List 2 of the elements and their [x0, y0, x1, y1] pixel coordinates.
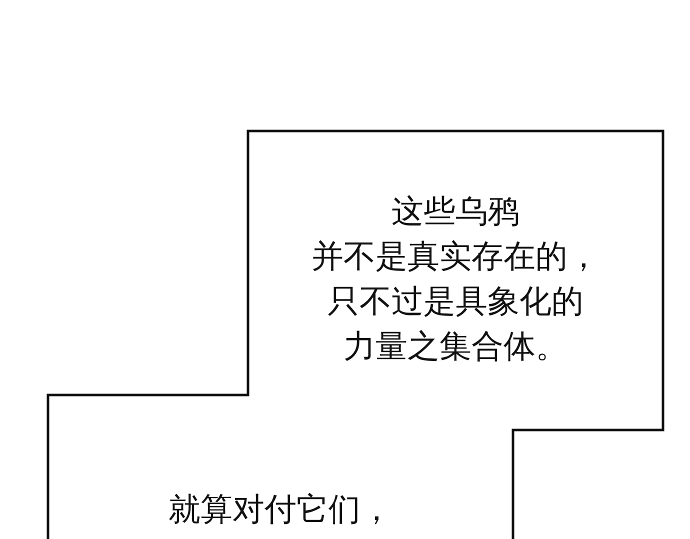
- caption-text: 就算对付它们，: [168, 489, 392, 530]
- caption-text: 这些乌鸦并不是真实存在的，只不过是具象化的力量之集合体。: [312, 191, 600, 367]
